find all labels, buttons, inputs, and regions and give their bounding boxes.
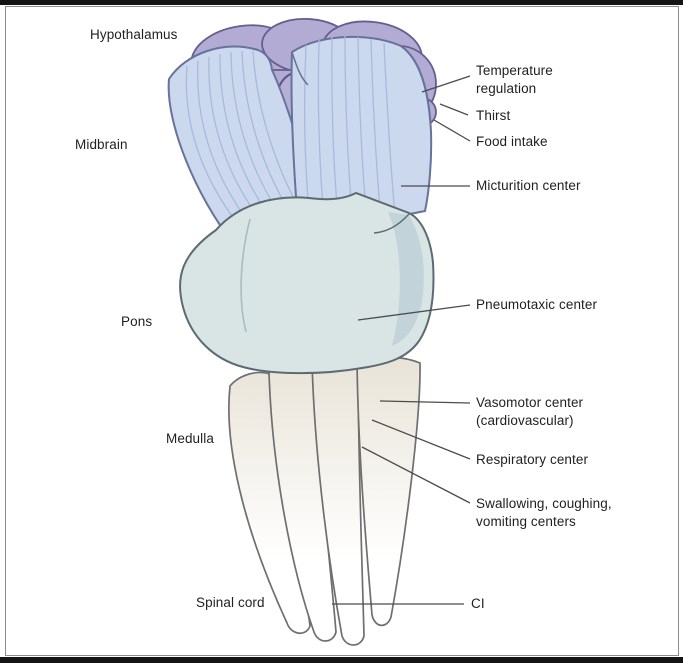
- label-hypothalamus: Hypothalamus: [90, 27, 178, 42]
- label-pneumotaxic-center: Pneumotaxic center: [476, 297, 598, 312]
- top-edge-bar: [0, 0, 683, 5]
- leader-line-food-intake: [433, 119, 471, 142]
- label-medulla: Medulla: [166, 431, 214, 446]
- label-ci: CI: [471, 596, 485, 611]
- label-respiratory-center: Respiratory center: [476, 452, 589, 467]
- leader-line-pneumotaxic: [357, 304, 471, 321]
- label-temperature-regulation: Temperature regulation: [476, 63, 553, 96]
- leader-line-temperature: [421, 75, 471, 93]
- label-micturition-center: Micturition center: [476, 178, 581, 193]
- leader-line-swallowing: [361, 446, 471, 504]
- medulla-shape: [228, 356, 421, 646]
- label-pons: Pons: [121, 314, 153, 329]
- bottom-edge-bar: [0, 657, 683, 663]
- label-midbrain: Midbrain: [75, 137, 128, 152]
- label-food-intake: Food intake: [476, 134, 548, 149]
- figure-border-frame: [5, 6, 679, 656]
- label-spinal-cord: Spinal cord: [196, 595, 265, 610]
- leader-line-respiratory: [371, 419, 471, 460]
- label-swallowing-centers: Swallowing, coughing, vomiting centers: [476, 496, 612, 529]
- label-vasomotor-center: Vasomotor center (cardiovascular): [476, 395, 584, 428]
- leader-line-vasomotor: [379, 400, 471, 404]
- leader-lines: [332, 75, 471, 605]
- leader-line-thirst: [439, 103, 469, 116]
- label-thirst: Thirst: [476, 108, 511, 123]
